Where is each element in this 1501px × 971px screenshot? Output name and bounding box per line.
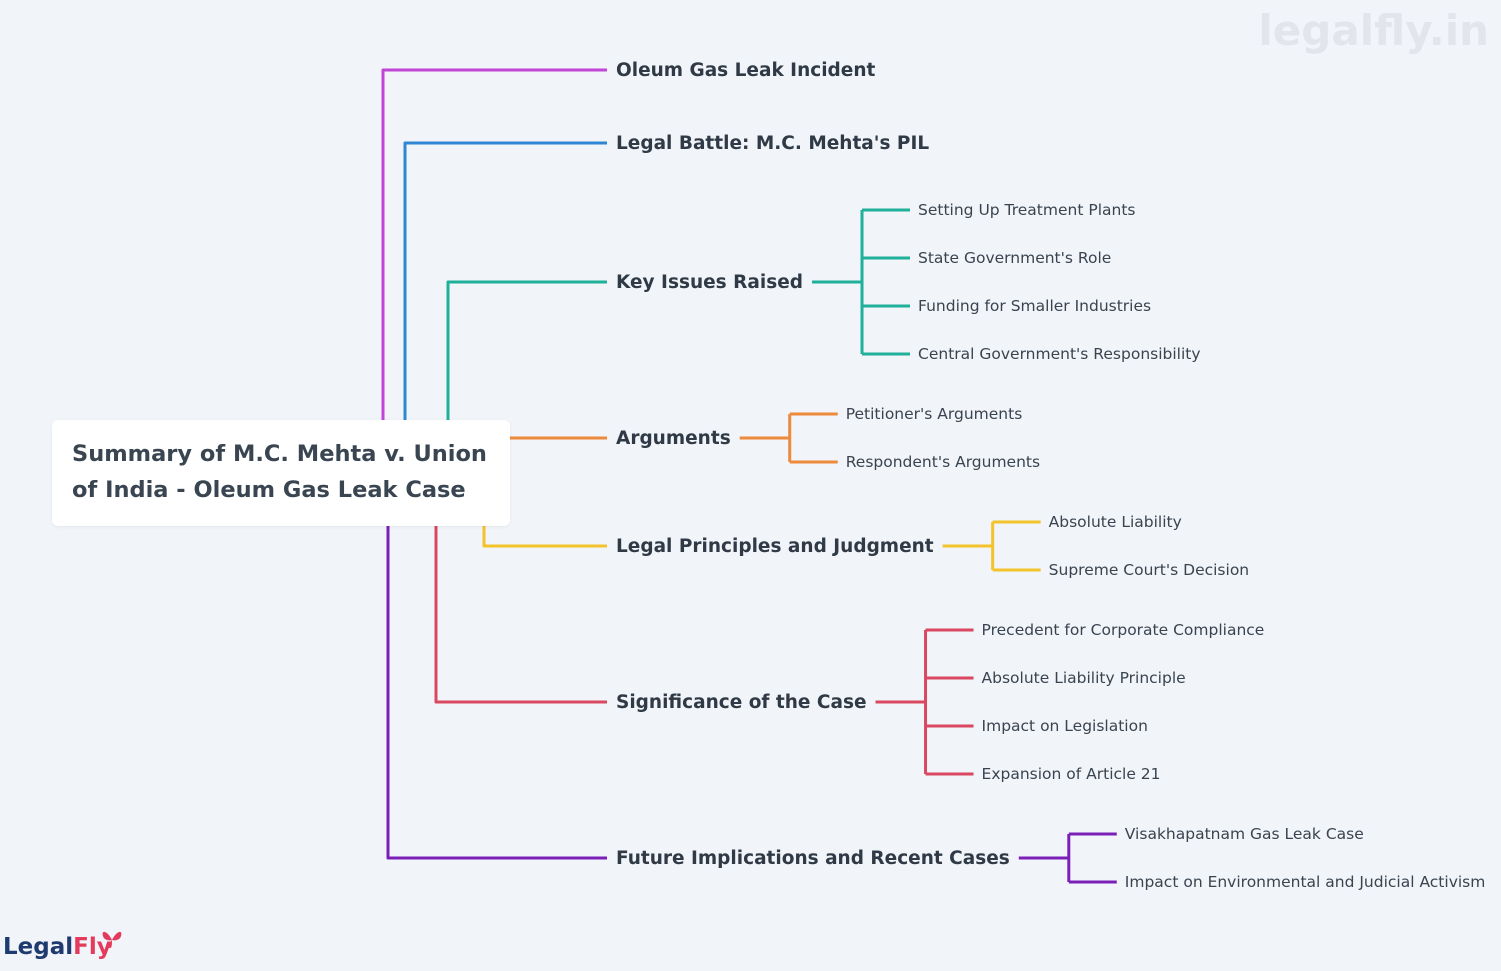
- leaf-label-3-1[interactable]: Respondent's Arguments: [846, 453, 1040, 471]
- leaf-label-6-0[interactable]: Visakhapatnam Gas Leak Case: [1125, 825, 1364, 843]
- leaf-label-5-3[interactable]: Expansion of Article 21: [982, 765, 1161, 783]
- branch-connector-6: [386, 526, 607, 860]
- leaf-label-4-0[interactable]: Absolute Liability: [1049, 513, 1182, 531]
- leaf-label-4-1[interactable]: Supreme Court's Decision: [1049, 561, 1249, 579]
- watermark: legalfly.in: [1258, 6, 1489, 55]
- legalfly-logo: LegalFly: [3, 931, 122, 968]
- leaf-label-2-1[interactable]: State Government's Role: [918, 249, 1111, 267]
- butterfly-icon: [102, 931, 122, 948]
- branch-label-2[interactable]: Key Issues Raised: [616, 272, 803, 293]
- branch-label-0[interactable]: Oleum Gas Leak Incident: [616, 60, 876, 81]
- branch-connector-2: [446, 280, 607, 420]
- branch-connector-1: [403, 141, 607, 420]
- branch-label-3[interactable]: Arguments: [616, 428, 731, 449]
- branch-label-1[interactable]: Legal Battle: M.C. Mehta's PIL: [616, 133, 929, 154]
- branch-label-5[interactable]: Significance of the Case: [616, 692, 867, 713]
- leaf-label-6-1[interactable]: Impact on Environmental and Judicial Act…: [1125, 873, 1486, 891]
- branch-connector-0: [381, 68, 607, 420]
- leaf-label-3-0[interactable]: Petitioner's Arguments: [846, 405, 1023, 423]
- leaf-label-5-1[interactable]: Absolute Liability Principle: [982, 669, 1186, 687]
- leaf-label-2-0[interactable]: Setting Up Treatment Plants: [918, 201, 1135, 219]
- root-node[interactable]: Summary of M.C. Mehta v. Union of India …: [52, 420, 510, 526]
- branch-connector-4: [482, 526, 607, 548]
- leaf-label-2-3[interactable]: Central Government's Responsibility: [918, 345, 1201, 363]
- logo-text-legal: Legal: [3, 934, 74, 960]
- leaf-label-2-2[interactable]: Funding for Smaller Industries: [918, 297, 1151, 315]
- branch-label-4[interactable]: Legal Principles and Judgment: [616, 536, 934, 557]
- branch-connector-5: [434, 526, 607, 704]
- branch-label-6[interactable]: Future Implications and Recent Cases: [616, 848, 1010, 869]
- leaf-label-5-0[interactable]: Precedent for Corporate Compliance: [982, 621, 1265, 639]
- leaf-label-5-2[interactable]: Impact on Legislation: [982, 717, 1148, 735]
- root-title: Summary of M.C. Mehta v. Union of India …: [72, 441, 487, 503]
